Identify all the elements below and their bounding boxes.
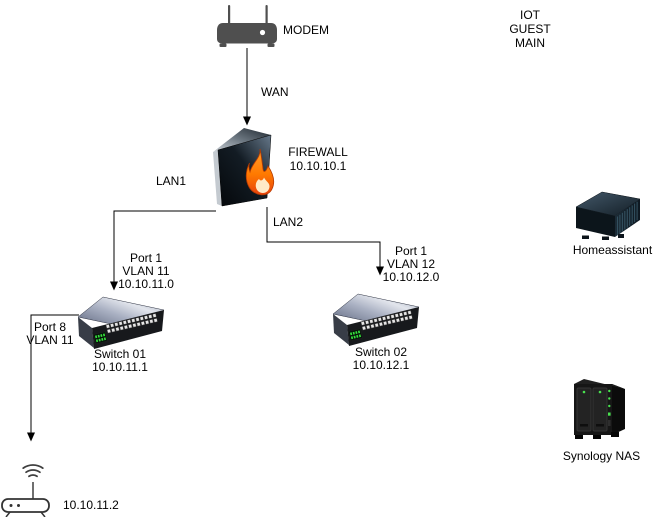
link-vlan: VLAN 11 <box>122 264 170 278</box>
link-network: 10.10.12.0 <box>382 270 440 284</box>
network-guest: GUEST <box>509 22 551 36</box>
wan-label: WAN <box>261 85 289 99</box>
link-network: 10.10.11.0 <box>118 277 174 291</box>
link-vlan: VLAN 12 <box>386 257 436 271</box>
lan2-label: LAN2 <box>273 215 304 229</box>
modem-label: MODEM <box>283 23 329 37</box>
switch2-label: Switch 02 10.10.12.1 <box>336 346 426 372</box>
switch2-name: Switch 02 <box>354 345 408 359</box>
nas-icon[interactable] <box>568 376 630 442</box>
modem-icon[interactable] <box>216 2 278 48</box>
switch2-ip: 10.10.12.1 <box>352 358 410 372</box>
wifi-router-icon[interactable] <box>0 455 56 517</box>
link-vlan: VLAN 11 <box>26 333 74 347</box>
homeassistant-label: Homeassistant <box>572 243 653 257</box>
switch-icon[interactable] <box>77 296 165 350</box>
firewall-ip: 10.10.10.1 <box>289 159 347 173</box>
synology-nas-label: Synology NAS <box>562 449 641 463</box>
firewall-to-switch2-label: Port 1 VLAN 12 10.10.12.0 <box>365 245 457 284</box>
firewall-icon[interactable] <box>202 118 280 213</box>
switch1-name: Switch 01 <box>93 347 147 361</box>
network-main: MAIN <box>515 36 545 50</box>
switch1-ip: 10.10.11.1 <box>92 360 148 374</box>
firewall-to-switch1-label: Port 1 VLAN 11 10.10.11.0 <box>100 252 192 291</box>
link-port: Port 1 <box>394 244 427 258</box>
switch-icon[interactable] <box>332 293 420 347</box>
link-port: Port 8 <box>33 320 66 334</box>
flame-icon <box>245 148 275 196</box>
networks-note: IOT GUEST MAIN <box>490 8 570 50</box>
firewall-name: FIREWALL <box>288 145 348 159</box>
switch1-label: Switch 01 10.10.11.1 <box>75 348 165 374</box>
link-port: Port 1 <box>129 251 162 265</box>
lan1-label: LAN1 <box>156 174 187 188</box>
switch1-to-ap-label: Port 8 VLAN 11 <box>14 321 86 347</box>
network-iot: IOT <box>520 8 540 22</box>
server-icon[interactable] <box>574 190 642 240</box>
firewall-label: FIREWALL 10.10.10.1 <box>278 145 358 173</box>
access-point-ip: 10.10.11.2 <box>63 498 119 512</box>
